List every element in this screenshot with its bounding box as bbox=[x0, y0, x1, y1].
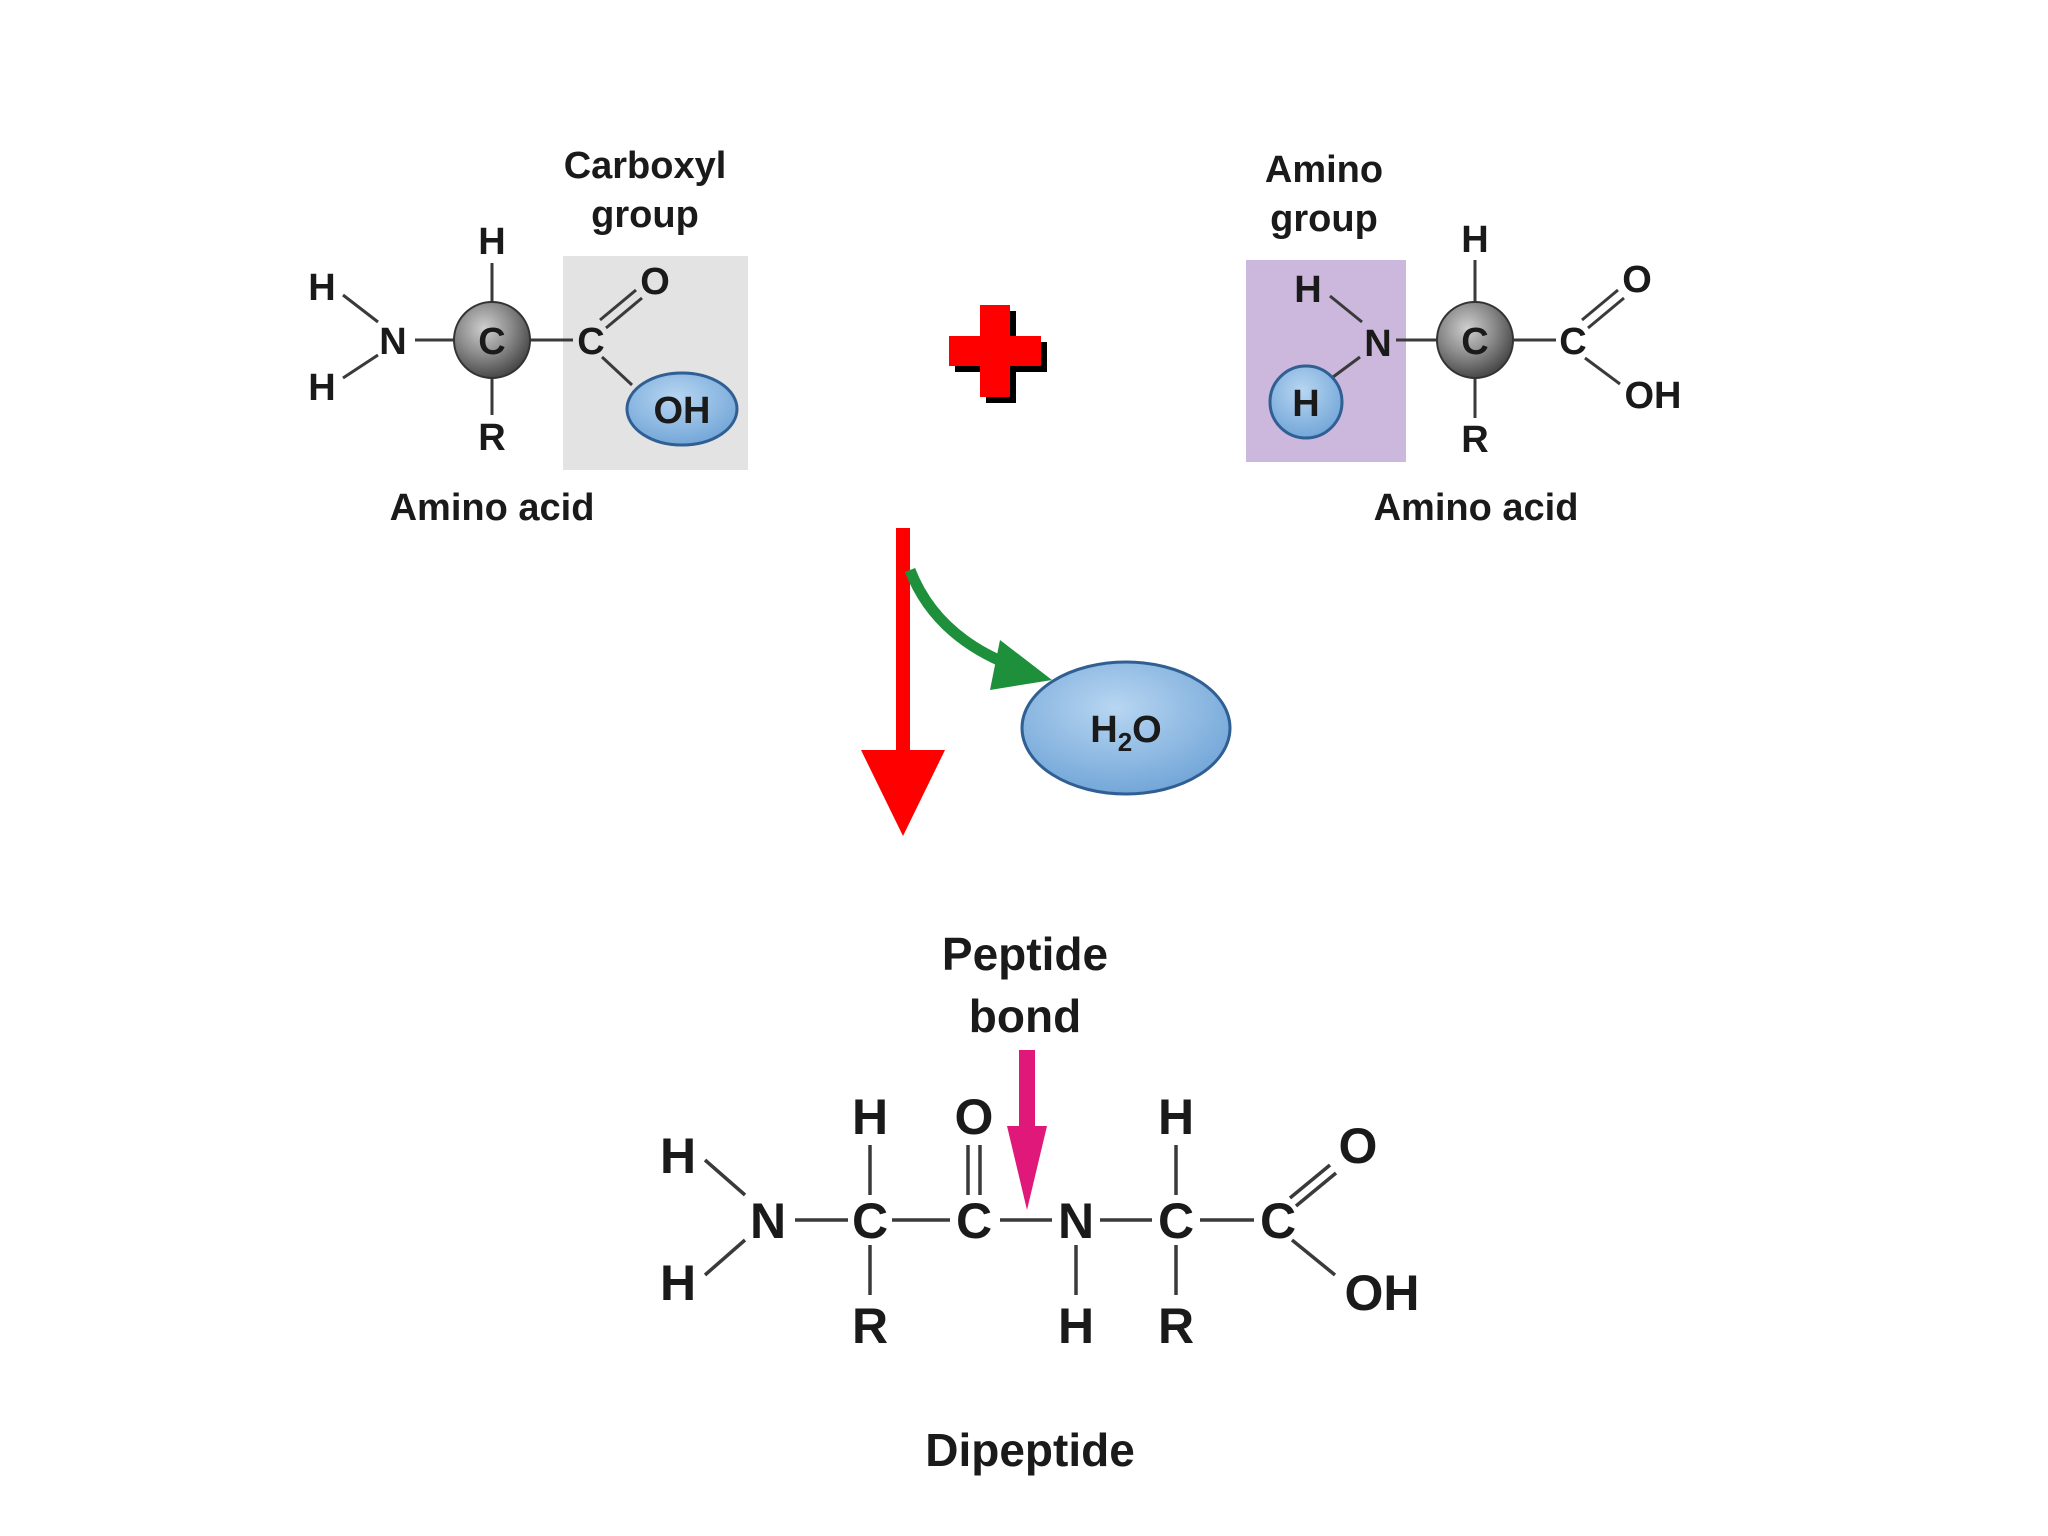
dp-atom-n1: N bbox=[750, 1193, 786, 1249]
atom-n: N bbox=[1364, 323, 1391, 365]
peptide-bond-label-line1: Peptide bbox=[942, 928, 1108, 980]
dipeptide: H H N H C R O C N H H C R C O OH Dipepti… bbox=[660, 1089, 1420, 1476]
atom-h-left-top: H bbox=[308, 267, 335, 309]
dp-atom-h-left-bottom: H bbox=[660, 1255, 696, 1311]
atom-h-amino-ball: H bbox=[1292, 383, 1319, 425]
reaction-arrow bbox=[861, 528, 945, 836]
dp-atom-o2: O bbox=[955, 1089, 994, 1145]
dp-atom-c2: C bbox=[956, 1193, 992, 1249]
dp-atom-r3: R bbox=[1158, 1298, 1194, 1354]
hydrogen-ball bbox=[1268, 364, 1344, 440]
atom-c-carbonyl: C bbox=[577, 321, 604, 363]
amino-group-label-line1: Amino bbox=[1265, 149, 1383, 191]
dp-atom-r1: R bbox=[852, 1298, 888, 1354]
dp-atom-h-n2: H bbox=[1058, 1298, 1094, 1354]
water-release-arrow bbox=[904, 567, 1052, 690]
dp-atom-c1: C bbox=[852, 1193, 888, 1249]
amino-acid-1: Carboxyl group C H H H N C O OH R Amino … bbox=[308, 145, 748, 529]
atom-o: O bbox=[1622, 259, 1652, 301]
peptide-bond-label-line2: bond bbox=[969, 990, 1081, 1042]
amino-acid-2-caption: Amino acid bbox=[1374, 487, 1579, 529]
alpha-carbon-ball bbox=[1436, 301, 1514, 379]
atom-c-alpha: C bbox=[1461, 321, 1488, 363]
carboxyl-group-label-line2: group bbox=[591, 194, 699, 236]
dp-atom-oh4: OH bbox=[1345, 1265, 1420, 1321]
dp-atom-h3-top: H bbox=[1158, 1089, 1194, 1145]
water-label: H2O bbox=[1090, 709, 1161, 757]
dp-atom-h-left-top: H bbox=[660, 1128, 696, 1184]
atom-oh: OH bbox=[654, 390, 711, 432]
dp-atom-o4: O bbox=[1339, 1118, 1378, 1174]
dp-atom-h1-top: H bbox=[852, 1089, 888, 1145]
atom-c-carbonyl: C bbox=[1559, 321, 1586, 363]
dp-atom-n2: N bbox=[1058, 1193, 1094, 1249]
atom-r: R bbox=[1461, 419, 1488, 461]
atom-n: N bbox=[379, 321, 406, 363]
peptide-bond-callout: Peptide bond bbox=[942, 928, 1108, 1210]
atom-h-top: H bbox=[478, 221, 505, 263]
amino-acid-1-caption: Amino acid bbox=[390, 487, 595, 529]
amino-acid-2: Amino group C H H H N C O OH R Amino aci… bbox=[1246, 149, 1682, 529]
atom-oh: OH bbox=[1625, 375, 1682, 417]
dp-atom-c3: C bbox=[1158, 1193, 1194, 1249]
dp-atom-c4: C bbox=[1260, 1193, 1296, 1249]
atom-h-amino-top: H bbox=[1294, 269, 1321, 311]
atom-h-top: H bbox=[1461, 219, 1488, 261]
dipeptide-caption: Dipeptide bbox=[925, 1424, 1135, 1476]
amino-group-label-line2: group bbox=[1270, 198, 1378, 240]
atom-c-alpha: C bbox=[478, 321, 505, 363]
water-molecule: H2O bbox=[1020, 660, 1232, 796]
atom-r: R bbox=[478, 417, 505, 459]
atom-o: O bbox=[640, 261, 670, 303]
hydroxyl-ball bbox=[625, 371, 739, 447]
plus-sign bbox=[949, 305, 1047, 403]
alpha-carbon-ball bbox=[453, 301, 531, 379]
carboxyl-group-label-line1: Carboxyl bbox=[564, 145, 727, 187]
atom-h-left-bottom: H bbox=[308, 367, 335, 409]
